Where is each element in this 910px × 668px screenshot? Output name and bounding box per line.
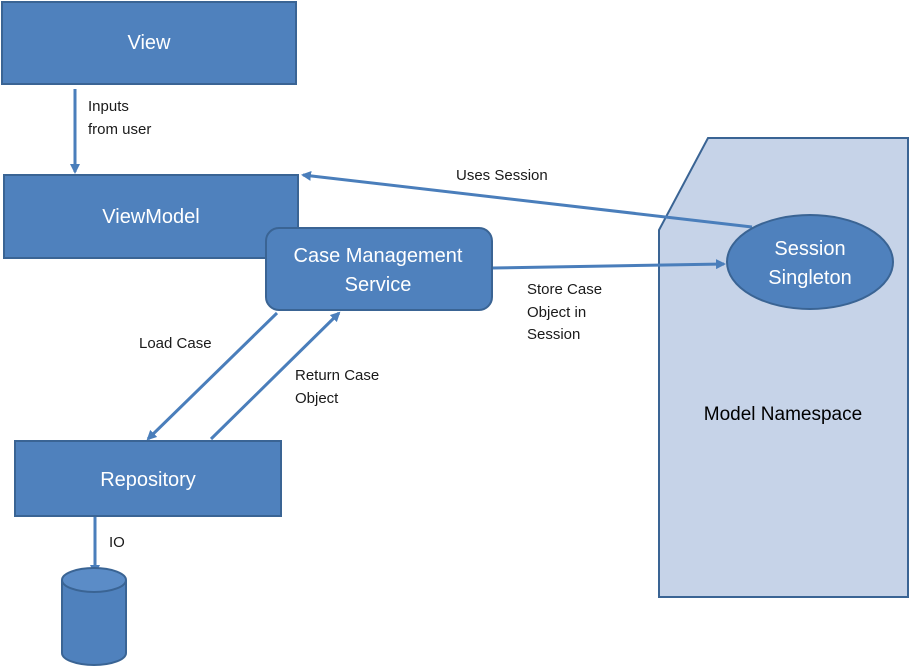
inputs-label-line-2: from user <box>88 121 151 138</box>
database-cylinder-icon <box>61 567 127 666</box>
repository-box: Repository <box>14 440 282 517</box>
view-box: View <box>1 1 297 85</box>
return-case-label-line-1: Return Case <box>295 367 379 384</box>
session-label-line-2: Singleton <box>768 267 851 289</box>
viewmodel-box: ViewModel <box>3 174 299 259</box>
store-case-label-line-1: Store Case <box>527 281 602 298</box>
session-singleton-ellipse: Session Singleton <box>726 214 894 310</box>
case-management-service-box: Case Management Service <box>265 227 493 311</box>
case-service-label-line-2: Service <box>345 274 412 296</box>
store-case-label-line-3: Session <box>527 326 580 343</box>
load-case-label: Load Case <box>139 335 212 352</box>
edge-service-to-repository <box>146 311 279 441</box>
session-label-line-1: Session <box>774 238 845 260</box>
model-namespace-label: Model Namespace <box>704 404 862 425</box>
inputs-label-line-1: Inputs <box>88 98 129 115</box>
store-case-label-line-2: Object in <box>527 304 586 321</box>
return-case-label-line-2: Object <box>295 390 339 407</box>
repository-label: Repository <box>100 469 196 491</box>
edge-repository-to-service <box>209 311 341 441</box>
model-namespace-container: Model Namespace <box>658 137 909 598</box>
case-service-label-line-1: Case Management <box>294 245 463 267</box>
viewmodel-label: ViewModel <box>102 206 199 228</box>
edge-service-to-session <box>491 259 726 270</box>
edge-session-to-viewmodel <box>301 170 753 229</box>
uses-session-label: Uses Session <box>456 167 548 184</box>
view-label: View <box>128 32 172 54</box>
io-label: IO <box>109 534 125 551</box>
